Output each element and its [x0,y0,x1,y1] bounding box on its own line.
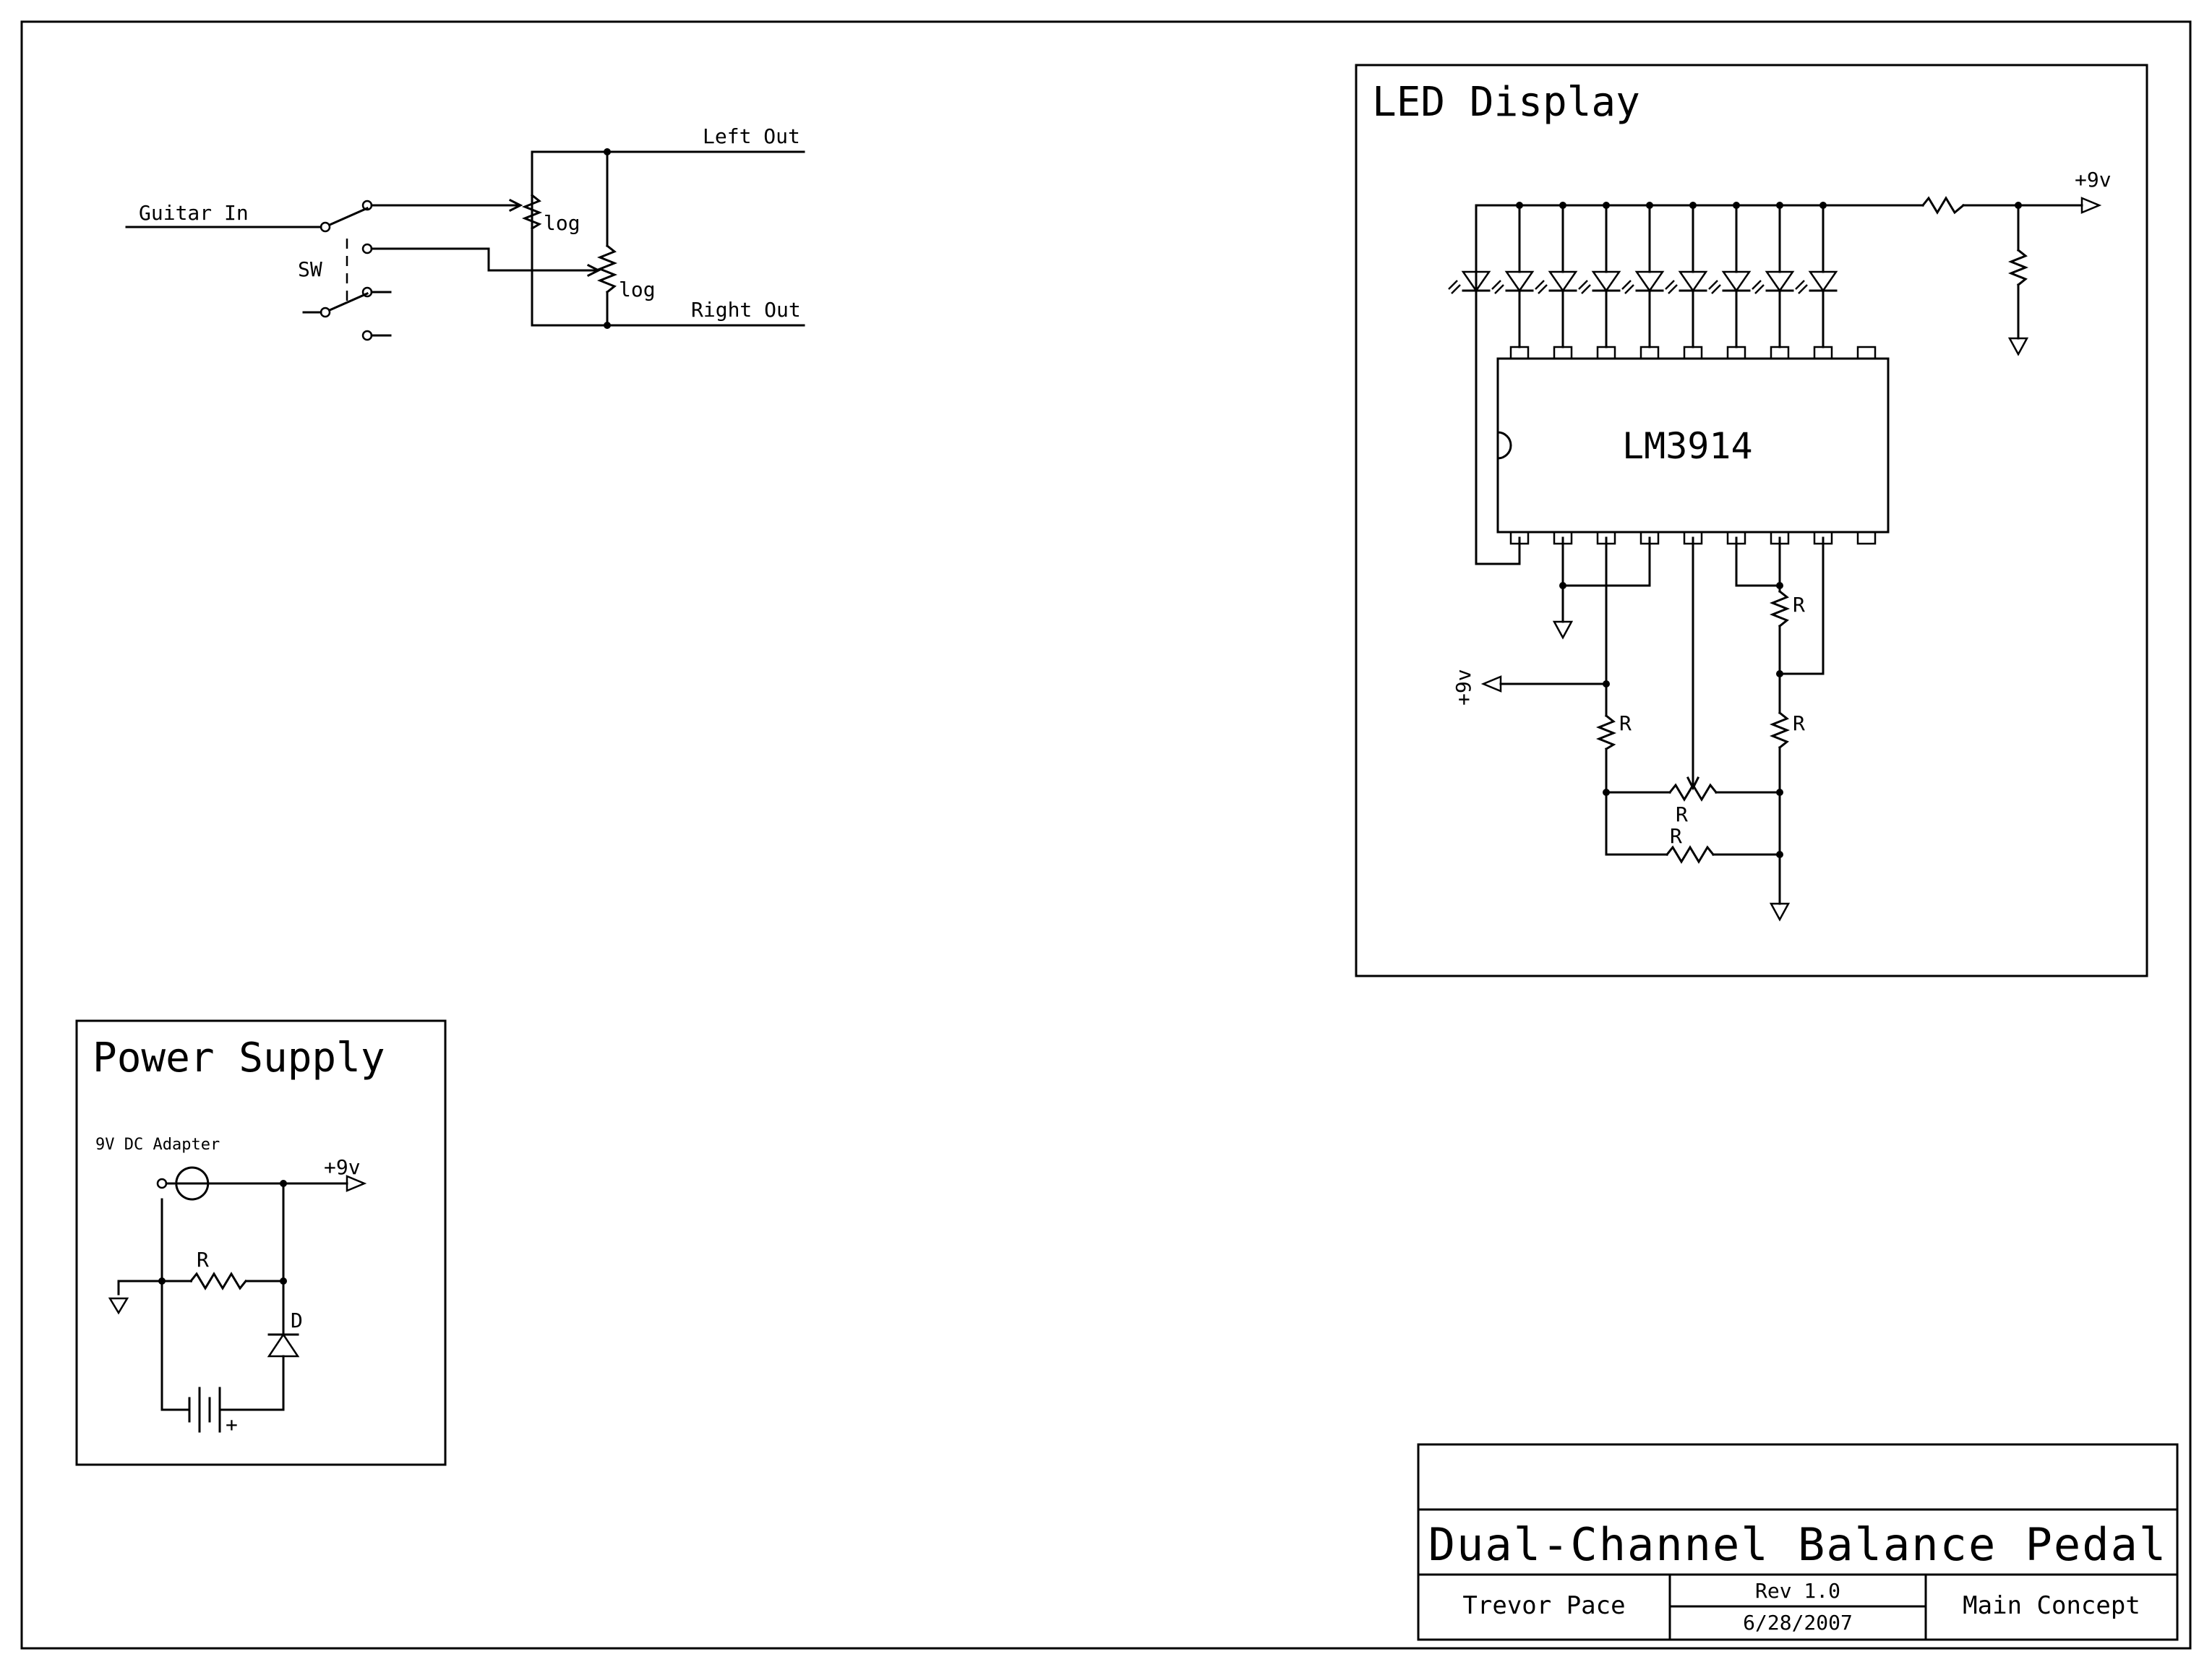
resistor-label-5: R [1793,711,1805,735]
title-block: Dual-Channel Balance Pedal Trevor Pace R… [1417,1443,2179,1641]
drawing-title: Dual-Channel Balance Pedal [1428,1518,2168,1571]
adapter-label: 9V DC Adapter [95,1136,220,1154]
resistor-label-3: R [1670,824,1682,848]
chip-pin-top [1813,346,1833,360]
switch-label: SW [298,257,322,281]
description: Main Concept [1963,1591,2140,1620]
led-supply-label: +9v [2075,168,2112,192]
sheet-border [20,20,2192,1650]
chip-pin-top [1509,346,1530,360]
power-supply-section: Power Supply 9V DC Adapter +9v R D + [75,1019,447,1466]
diode-label: D [291,1309,303,1332]
chip-label: LM3914 [1622,425,1753,467]
chip-pin-top [1683,346,1703,360]
led [1491,202,1535,348]
right-out-label: Right Out [691,298,801,322]
led-supply-label-2: +9v [1452,669,1475,706]
resistor-label-4: R [1793,593,1805,617]
led [1708,202,1752,348]
left-out-label: Left Out [703,124,800,148]
resistor-label-2: R [1676,802,1688,826]
power-supply-frame [75,1019,447,1466]
chip-pin-top [1553,346,1573,360]
date: 6/28/2007 [1743,1611,1853,1635]
battery-plus-label: + [226,1413,238,1436]
led [1621,202,1665,348]
pot2-taper-label: log [619,278,656,301]
chip-pin-top [1856,346,1877,360]
revision: Rev 1.0 [1755,1579,1840,1603]
chip-pin-top [1726,346,1746,360]
led [1535,202,1578,348]
led-bar [1448,202,1838,348]
chip-pin-bottom [1856,531,1877,545]
led [1578,202,1621,348]
led [1752,202,1795,348]
ps-resistor-label: R [197,1248,209,1272]
guitar-in-label: Guitar In [139,201,249,225]
chip-pin-top [1596,346,1616,360]
led-display-title: LED Display [1372,79,1640,126]
resistor-label-1: R [1619,711,1632,735]
led [1448,270,1491,294]
led [1665,202,1708,348]
led [1795,202,1838,348]
power-supply-title: Power Supply [93,1035,385,1082]
led-display-section: LED Display +9v LM3914 +9v [1355,64,2148,977]
pot1-taper-label: log [544,211,580,235]
signal-section: Guitar In SW log log [125,124,805,341]
chip-pin-top [1639,346,1660,360]
chip-pin-top [1770,346,1790,360]
ps-supply-label: +9v [324,1155,361,1179]
author: Trevor Pace [1462,1591,1625,1620]
led-display-frame [1355,64,2148,977]
